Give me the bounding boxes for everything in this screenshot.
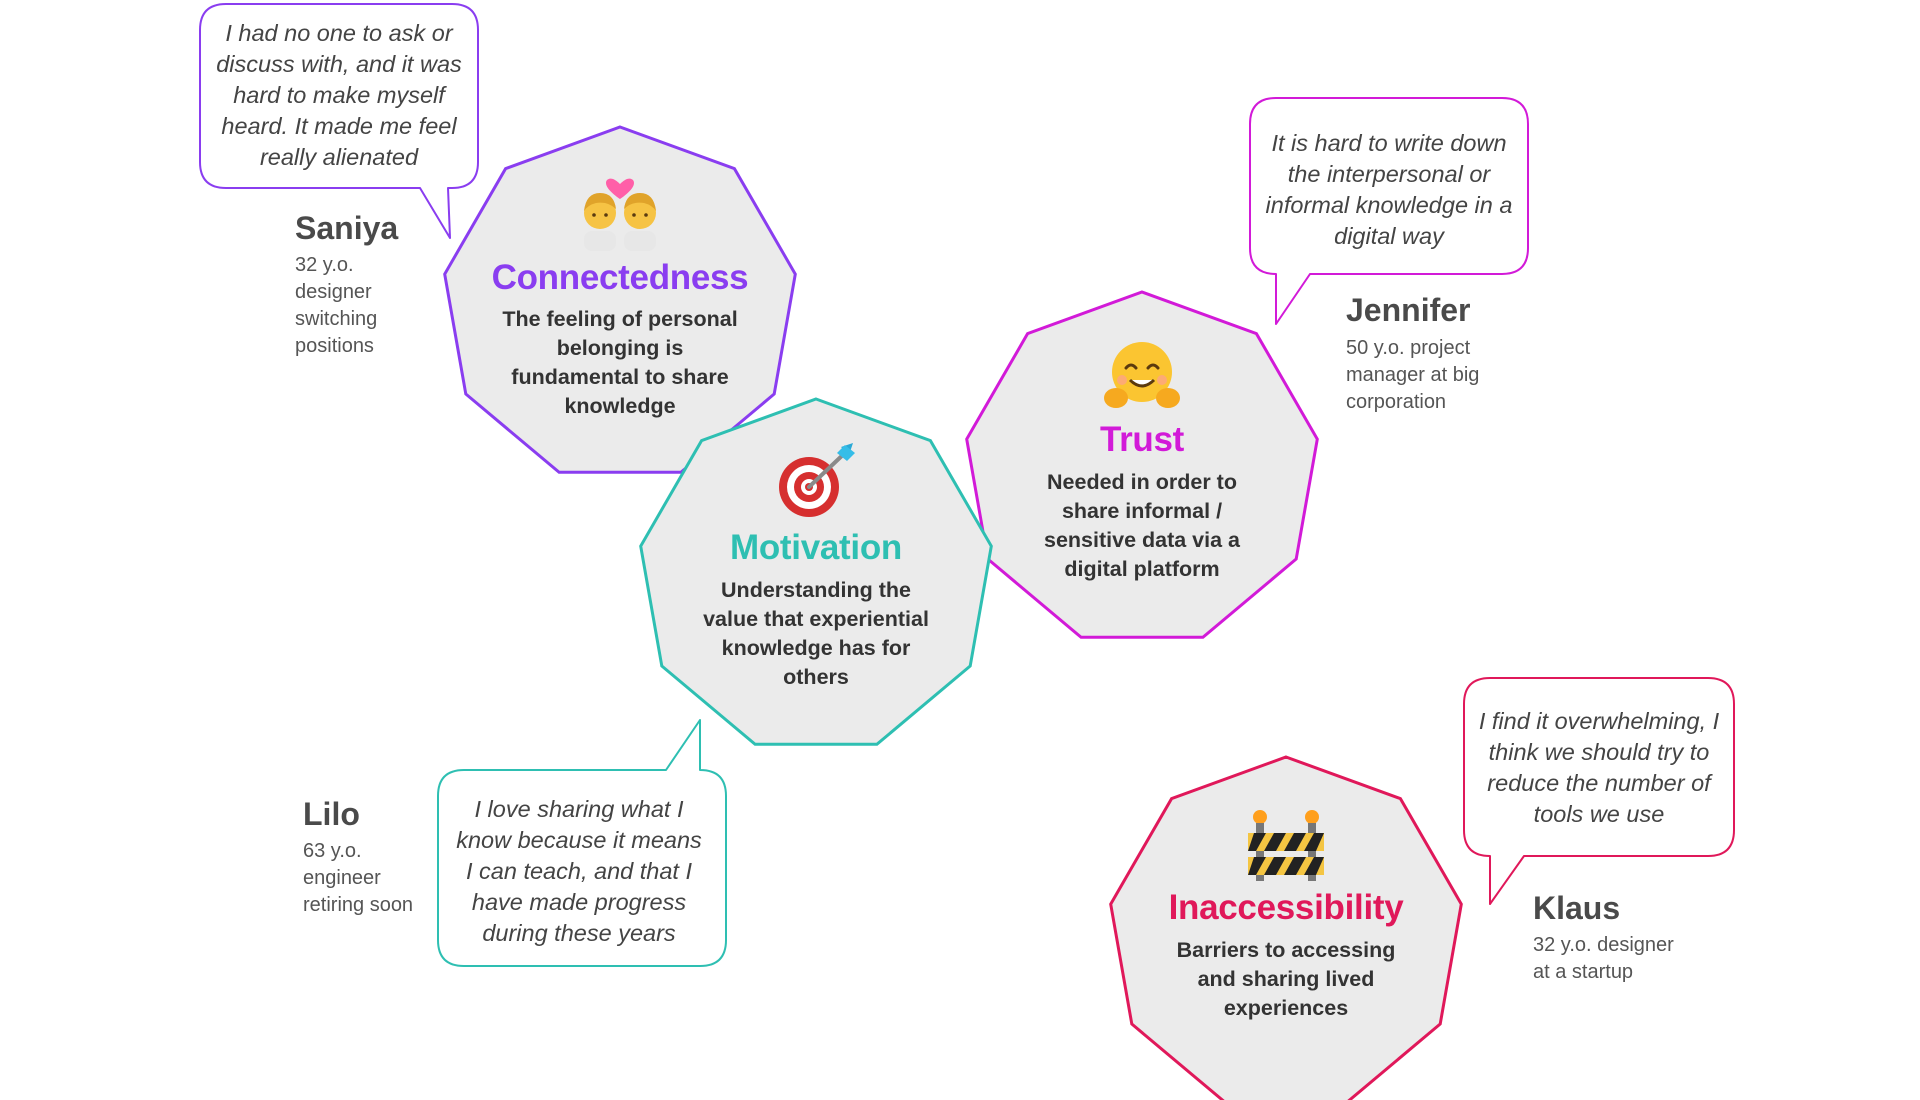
jennifer-name: Jennifer	[1346, 292, 1471, 328]
lilo-quote: I love sharing what I know because it me…	[456, 796, 702, 946]
motivation-nonagon	[639, 397, 993, 746]
klaus-speech-bubble	[1463, 677, 1735, 905]
jennifer-quote: It is hard to write down the interperson…	[1265, 130, 1513, 249]
klaus-description: 32 y.o. designer at a startup	[1533, 934, 1674, 983]
saniya-description: 32 y.o. designer switching positions	[295, 254, 378, 357]
inaccessibility-nonagon	[1109, 755, 1463, 1100]
saniya-speech-bubble	[199, 3, 479, 239]
direct-hit-target-icon	[756, 443, 876, 523]
connectedness-title: Connectedness	[491, 258, 749, 297]
saniya-quote: I had no one to ask or discuss with, and…	[216, 20, 462, 170]
connectedness-nonagon	[443, 125, 797, 474]
lilo-speech-bubble	[437, 719, 727, 967]
jennifer-speech-bubble	[1249, 97, 1529, 325]
hugging-face-icon	[1082, 336, 1202, 416]
couple-with-heart-icon	[560, 172, 680, 252]
trust-nonagon	[965, 290, 1319, 639]
inaccessibility-description: Barriers to accessing and sharing lived …	[1176, 938, 1396, 1020]
construction-barrier-icon	[1226, 806, 1346, 886]
inaccessibility-title: Inaccessibility	[1168, 888, 1404, 927]
motivation-description: Understanding the value that experientia…	[703, 578, 929, 689]
lilo-description: 63 y.o. engineer retiring soon	[303, 840, 414, 916]
connectedness-description: The feeling of personal belonging is fun…	[502, 307, 738, 418]
klaus-quote: I find it overwhelming, I think we shoul…	[1478, 708, 1720, 827]
lilo-name: Lilo	[303, 796, 360, 832]
saniya-name: Saniya	[295, 210, 399, 246]
trust-title: Trust	[1099, 420, 1185, 459]
jennifer-description: 50 y.o. project manager at big corporati…	[1346, 337, 1480, 413]
trust-description: Needed in order to share informal / sens…	[1044, 470, 1240, 581]
motivation-title: Motivation	[730, 528, 902, 567]
klaus-name: Klaus	[1533, 890, 1621, 926]
